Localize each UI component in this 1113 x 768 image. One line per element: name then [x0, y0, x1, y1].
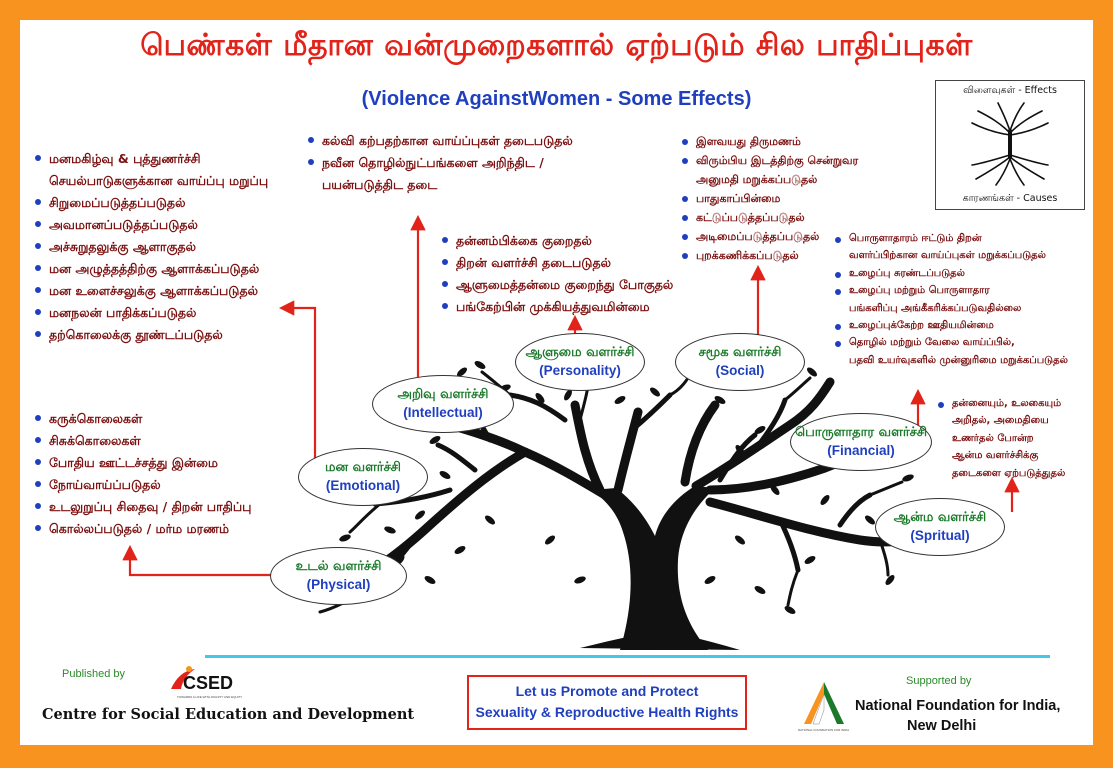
csed-logo-icon [171, 666, 195, 689]
publisher-name: Centre for Social Education and Developm… [42, 706, 415, 723]
effects-list-physical: கருக்கொலைகள்சிசுக்கொலைகள்போதிய ஊட்டச்சத்… [35, 408, 251, 540]
list-item: இளவயது திருமணம் [682, 132, 858, 151]
effects-list-personality: தன்னம்பிக்கை குறைதல்திறன் வளர்ச்சி தடைபட… [442, 230, 673, 318]
effects-list-financial: பொருளாதாரம் ஈட்டும் திறன்வளர்ப்பிற்கான வ… [835, 230, 1068, 369]
list-item: நோய்வாய்ப்படுதல் [35, 474, 251, 496]
list-item: அவமானப்படுத்தப்படுதல் [35, 214, 268, 236]
list-item: கொல்லப்படுதல் / மர்ம மரணம் [35, 518, 251, 540]
list-item: உழைப்புக்கேற்ற ஊதியமின்மை [835, 317, 1068, 334]
list-item: தன்னையும், உலகையும்அறிதல், அமைதியைஉணர்தல… [938, 395, 1065, 482]
csed-logo: CSED TOWARDS A LIFE WITH DIGNITY AND EQU… [165, 663, 260, 705]
list-item: மன அழுத்தத்திற்கு ஆளாக்கப்படுதல் [35, 258, 268, 280]
node-emotional-english: (Emotional) [325, 478, 401, 493]
list-item: கருக்கொலைகள் [35, 408, 251, 430]
footer-divider [205, 655, 1050, 658]
list-item: ஆளுமைத்தன்மை குறைந்து போகுதல் [442, 274, 673, 296]
node-physical-english: (Physical) [306, 577, 371, 592]
node-financial: பொருளாதார வளர்ச்சி (Financial) [790, 413, 932, 471]
list-item: அச்சுறுதலுக்கு ஆளாகுதல் [35, 236, 268, 258]
arrow-physical [122, 544, 295, 577]
legend-causes: காரணங்கள் - Causes [962, 193, 1058, 204]
effects-list-emotional: மனமகிழ்வு & புத்துணர்ச்சிசெயல்பாடுகளுக்க… [35, 148, 268, 346]
supported-by-label: Supported by [906, 675, 972, 687]
nfi-logo: NATIONAL FOUNDATION FOR INDIA [798, 680, 850, 735]
list-item: போதிய ஊட்டச்சத்து இன்மை [35, 452, 251, 474]
list-item: தற்கொலைக்கு தூண்டப்படுதல் [35, 324, 268, 346]
nfi-logo-icon [804, 682, 844, 725]
effects-list-spiritual: தன்னையும், உலகையும்அறிதல், அமைதியைஉணர்தல… [938, 395, 1065, 482]
list-item: கல்வி கற்பதற்கான வாய்ப்புகள் தடைபடுதல் [308, 130, 573, 152]
supporter-name-line-2: New Delhi [907, 718, 977, 734]
list-item: புறக்கணிக்கப்படுதல் [682, 246, 858, 265]
promo-line-1: Let us Promote and Protect [515, 683, 699, 699]
list-item: பாதுகாப்பின்மை [682, 189, 858, 208]
list-item: பங்கேற்பின் முக்கியத்துவமின்மை [442, 296, 673, 318]
node-emotional-tamil: மன வளர்ச்சி [325, 460, 401, 475]
node-intellectual: அறிவு வளர்ச்சி (Intellectual) [372, 375, 514, 433]
promo-line-2: Sexuality & Reproductive Health Rights [475, 704, 739, 720]
poster: பெண்கள் மீதான வன்முறைகளால் ஏற்படும் சில … [20, 20, 1093, 745]
node-personality-tamil: ஆளுமை வளர்ச்சி [525, 345, 635, 360]
list-item: அடிமைப்படுத்தப்படுதல் [682, 227, 858, 246]
list-item: பொருளாதாரம் ஈட்டும் திறன்வளர்ப்பிற்கான வ… [835, 230, 1068, 265]
legend-effects: விளைவுகள் - Effects [963, 85, 1057, 96]
list-item: உடலுறுப்பு சிதைவு / திறன் பாதிப்பு [35, 496, 251, 518]
node-intellectual-tamil: அறிவு வளர்ச்சி [397, 387, 489, 402]
published-by-label: Published by [62, 668, 125, 680]
promo-box: Let us Promote and Protect Sexuality & R… [467, 675, 747, 730]
list-item: மனநலன் பாதிக்கப்படுதல் [35, 302, 268, 324]
node-social-tamil: சமூக வளர்ச்சி [698, 345, 782, 360]
effect-arrows [122, 214, 1020, 577]
supporter-name: National Foundation for India, New Delhi [855, 696, 1060, 736]
list-item: திறன் வளர்ச்சி தடைபடுதல் [442, 252, 673, 274]
node-emotional: மன வளர்ச்சி (Emotional) [298, 448, 428, 506]
node-physical-tamil: உடல் வளர்ச்சி [295, 559, 382, 574]
list-item: சிசுக்கொலைகள் [35, 430, 251, 452]
list-item: தன்னம்பிக்கை குறைதல் [442, 230, 673, 252]
legend-box: விளைவுகள் - Effects காரணங்கள் - Causes [935, 80, 1085, 210]
node-financial-english: (Financial) [827, 443, 895, 458]
page-title: பெண்கள் மீதான வன்முறைகளால் ஏற்படும் சில … [140, 28, 973, 63]
node-spiritual-english: (Spritual) [910, 528, 970, 543]
list-item: மனமகிழ்வு & புத்துணர்ச்சிசெயல்பாடுகளுக்க… [35, 148, 268, 192]
node-spiritual-tamil: ஆன்ம வளர்ச்சி [893, 510, 987, 525]
list-item: சிறுமைப்படுத்தப்படுதல் [35, 192, 268, 214]
list-item: தொழில் மற்றும் வேலை வாய்ப்பில்,பதவி உயர்… [835, 334, 1068, 369]
nfi-logo-caption: NATIONAL FOUNDATION FOR INDIA [798, 728, 850, 732]
node-financial-tamil: பொருளாதார வளர்ச்சி [795, 425, 927, 440]
node-physical: உடல் வளர்ச்சி (Physical) [270, 547, 407, 605]
arrow-emotional [278, 300, 317, 460]
node-personality: ஆளுமை வளர்ச்சி (Personality) [515, 333, 645, 391]
tree-roots-icon [971, 102, 1049, 186]
list-item: கட்டுப்படுத்தப்படுதல் [682, 208, 858, 227]
node-social: சமூக வளர்ச்சி (Social) [675, 333, 805, 391]
supporter-name-line-1: National Foundation for India, [855, 698, 1061, 714]
csed-logo-text: CSED [183, 673, 234, 693]
csed-tagline: TOWARDS A LIFE WITH DIGNITY AND EQUITY [177, 695, 243, 699]
list-item: உழைப்பு சுரண்டப்படுதல் [835, 265, 1068, 282]
node-intellectual-english: (Intellectual) [403, 405, 483, 420]
node-spiritual: ஆன்ம வளர்ச்சி (Spritual) [875, 498, 1005, 556]
effects-list-social: இளவயது திருமணம்விரும்பிய இடத்திற்கு சென்… [682, 132, 858, 265]
list-item: மன உளைச்சலுக்கு ஆளாக்கப்படுதல் [35, 280, 268, 302]
node-personality-english: (Personality) [539, 363, 621, 378]
list-item: நவீன தொழில்நுட்பங்களை அறிந்திட /பயன்படுத… [308, 152, 573, 196]
node-social-english: (Social) [715, 363, 765, 378]
effects-list-intellectual: கல்வி கற்பதற்கான வாய்ப்புகள் தடைபடுதல்நவ… [308, 130, 573, 196]
page-subtitle: (Violence AgainstWomen - Some Effects) [361, 88, 752, 110]
